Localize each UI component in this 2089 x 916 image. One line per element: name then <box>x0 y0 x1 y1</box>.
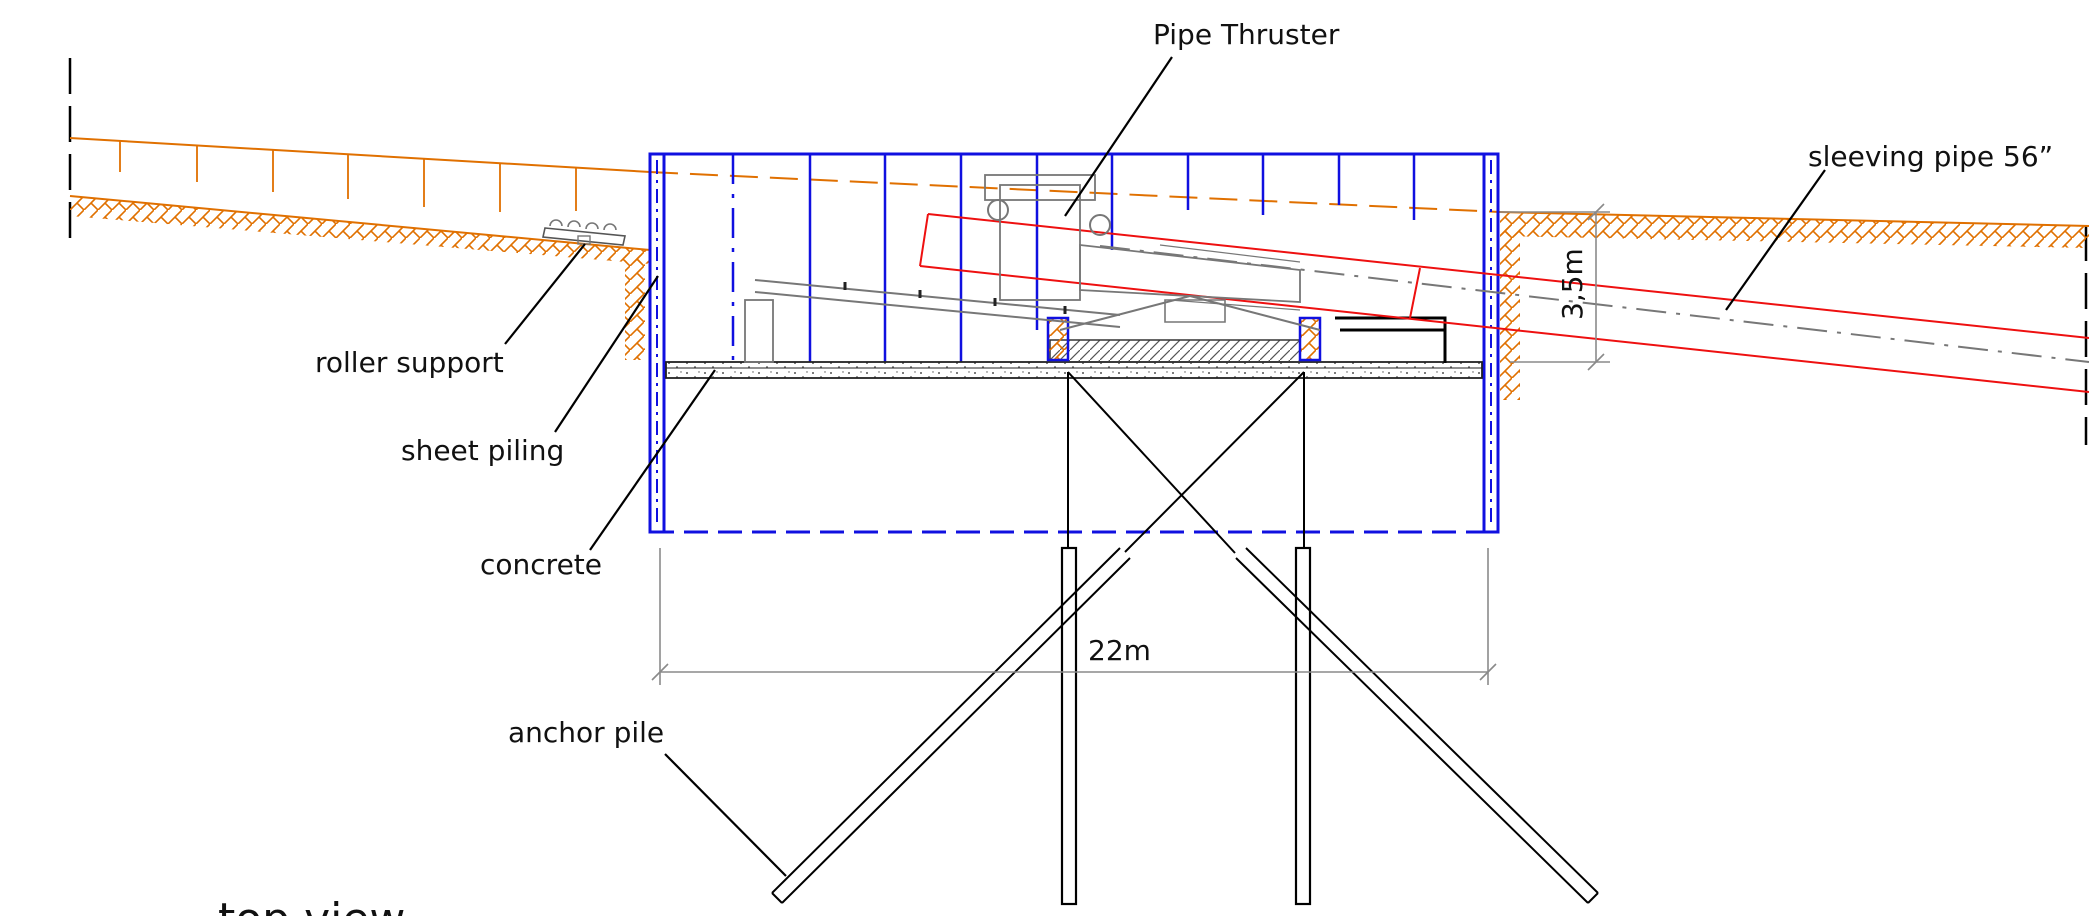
roller-support-label: roller support <box>315 346 504 379</box>
ground-right <box>1499 211 2089 400</box>
thrust-block <box>1046 316 1447 363</box>
pipe-thruster-label: Pipe Thruster <box>1153 18 1340 51</box>
concrete-leader <box>589 369 716 551</box>
roller-support <box>542 219 626 246</box>
sheet-piling-label: sheet piling <box>401 434 564 467</box>
width-dimension <box>651 548 1497 685</box>
sheet-piling-leader <box>554 275 659 433</box>
ground-line-dashed <box>649 171 1501 213</box>
concrete-label: concrete <box>480 548 602 581</box>
width-dimension-label: 22m <box>1088 634 1151 667</box>
pipe-thruster-machine <box>744 174 1321 363</box>
pipe-thruster-leader <box>1064 56 1173 217</box>
sheet-piling-box <box>648 152 1500 534</box>
anchor-pile-label: anchor pile <box>508 716 664 749</box>
concrete-slab <box>665 361 1483 379</box>
sleeving-pipe-label: sleeving pipe 56” <box>1808 140 2053 173</box>
anchor-piles <box>771 371 1599 906</box>
sleeving-pipe-leader <box>1725 169 1826 311</box>
ground-left <box>69 137 651 360</box>
top-view-label: top view <box>218 894 405 916</box>
roller-support-leader <box>504 243 586 345</box>
height-dimension <box>1500 203 1610 371</box>
height-dimension-label: 3,5m <box>1556 248 1589 320</box>
anchor-pile-leader <box>664 753 787 877</box>
